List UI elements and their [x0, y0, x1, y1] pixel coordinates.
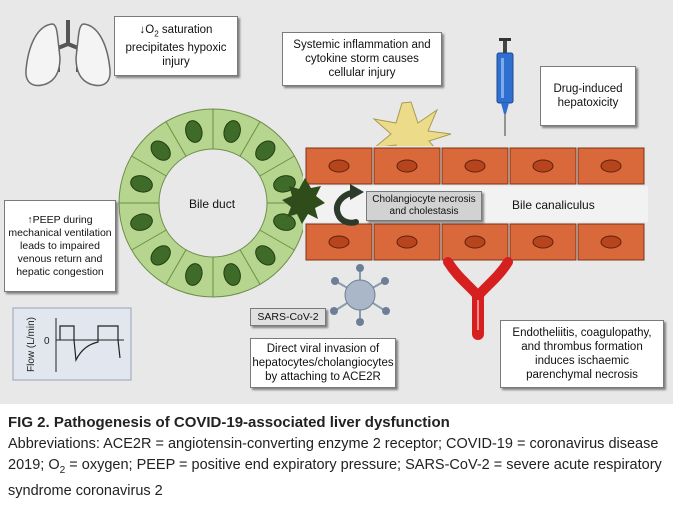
cholangiocyte-necrosis-box: Cholangiocyte necrosis and cholestasis [366, 191, 482, 221]
abbreviations-text: Abbreviations: ACE2R = angiotensin-conve… [8, 436, 662, 499]
cell-nucleus [130, 213, 153, 231]
ring-divider [259, 155, 295, 177]
hepatocyte-nucleus [328, 235, 350, 249]
syringe-icon [496, 38, 514, 136]
ring-divider [239, 121, 261, 157]
viral-invasion-box: Direct viral invasion of hepatocytes/cho… [250, 338, 396, 388]
hepatocyte-nucleus [600, 159, 622, 173]
cell-nucleus [255, 245, 276, 266]
cytokine-storm-box: Systemic inflammation and cytokine storm… [282, 32, 442, 86]
cell-nucleus [223, 263, 241, 286]
drug-hepatotoxicity-box: Drug-induced hepatoxicity [540, 66, 636, 126]
bile-canaliculus-label: Bile canaliculus [512, 198, 595, 212]
hepatocyte-nucleus [396, 235, 418, 249]
lungs-icon [25, 20, 111, 87]
sars-cov-2-label: SARS-CoV-2 [250, 308, 326, 326]
ring-divider [131, 155, 167, 177]
hepatocyte-nucleus [328, 159, 350, 173]
figure-title: FIG 2. Pathogenesis of COVID-19-associat… [8, 414, 450, 431]
bile-duct-label: Bile duct [189, 197, 236, 211]
ring-divider [131, 229, 167, 251]
hypoxia-box: ↓O2 saturation precipitates hypoxic inju… [114, 16, 238, 76]
necrosis-star-icon [282, 178, 325, 224]
arrow-head-icon [350, 184, 364, 200]
hepatocyte-nucleus [600, 235, 622, 249]
ring-divider [165, 121, 187, 157]
cell-nucleus [185, 120, 203, 143]
virus-icon [330, 264, 390, 326]
cell-nucleus [223, 120, 241, 143]
hepatocyte-nucleus [464, 235, 486, 249]
flow-graph: Flow (L/min) 0 [12, 307, 132, 381]
hepatocyte-nucleus [464, 159, 486, 173]
peep-box: ↑PEEP during mechanical ventilation lead… [4, 200, 116, 292]
diagram-canvas: Flow (L/min) 0 [12, 20, 645, 381]
hepatocytes-bottom-row [305, 223, 645, 261]
figure-caption: FIG 2. Pathogenesis of COVID-19-associat… [8, 414, 668, 502]
ring-divider [239, 249, 261, 285]
bile-duct-cell-nuclei [130, 120, 296, 286]
cell-nucleus [150, 245, 171, 266]
hepatocytes-top-row [305, 147, 645, 185]
cell-nucleus [130, 175, 153, 193]
blood-vessel-icon [443, 257, 513, 340]
hepatocyte-nucleus [532, 159, 554, 173]
cell-nucleus [150, 140, 171, 161]
cell-nucleus [273, 213, 296, 231]
flow-axis-label: Flow (L/min) [26, 317, 37, 372]
flow-zero-label: 0 [44, 336, 50, 347]
hepatocyte-nucleus [532, 235, 554, 249]
cell-nucleus [255, 140, 276, 161]
endotheliitis-box: Endotheliitis, coagulopathy, and thrombu… [500, 320, 664, 388]
hepatocyte-nucleus [396, 159, 418, 173]
curved-arrow-icon [334, 189, 359, 226]
cell-nucleus [185, 263, 203, 286]
ring-divider [259, 229, 295, 251]
ring-divider [165, 249, 187, 285]
